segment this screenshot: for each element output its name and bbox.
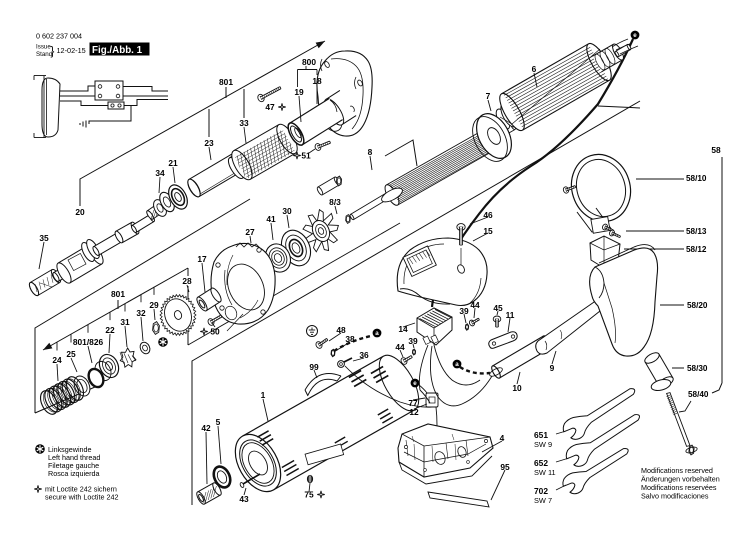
svg-text:29: 29 [149, 300, 159, 310]
svg-text:5: 5 [216, 417, 221, 427]
svg-text:22: 22 [105, 325, 115, 335]
svg-text:10: 10 [512, 383, 522, 393]
svg-text:11: 11 [506, 310, 515, 320]
svg-text:58/10: 58/10 [686, 174, 707, 183]
svg-text:mit Loctite 242 sichern: mit Loctite 242 sichern [45, 485, 117, 494]
svg-text:Modifications reserved: Modifications reserved [641, 466, 713, 475]
svg-text:652: 652 [534, 458, 548, 468]
svg-text:702: 702 [534, 486, 548, 496]
svg-text:34: 34 [155, 168, 165, 178]
svg-text:801: 801 [219, 77, 233, 87]
svg-text:21: 21 [168, 158, 178, 168]
svg-text:7: 7 [486, 91, 491, 101]
svg-text:a: a [375, 330, 379, 337]
svg-text:39: 39 [459, 306, 469, 316]
svg-text:58/20: 58/20 [687, 301, 708, 310]
svg-text:33: 33 [239, 118, 249, 128]
svg-text:51: 51 [301, 150, 311, 160]
svg-text:24: 24 [52, 355, 62, 365]
svg-text:12: 12 [409, 407, 419, 417]
svg-text:800: 800 [302, 57, 316, 67]
svg-text:1: 1 [261, 390, 266, 400]
svg-text:38: 38 [345, 334, 355, 344]
svg-text:30: 30 [282, 206, 292, 216]
svg-text:20: 20 [75, 207, 85, 217]
svg-text:801: 801 [111, 289, 125, 299]
svg-text:50: 50 [210, 326, 220, 336]
svg-text:8: 8 [368, 147, 373, 157]
svg-text:Fig./Abb. 1: Fig./Abb. 1 [92, 45, 143, 56]
svg-text:SW 11: SW 11 [534, 468, 556, 477]
svg-text:35: 35 [39, 233, 49, 243]
svg-text:39: 39 [408, 336, 418, 346]
svg-text:Left hand thread: Left hand thread [48, 453, 100, 462]
svg-text:e: e [413, 380, 417, 387]
svg-text:17: 17 [197, 254, 207, 264]
svg-text:9: 9 [550, 363, 555, 373]
svg-text:47: 47 [265, 102, 275, 112]
svg-text:58/30: 58/30 [687, 364, 708, 373]
svg-text:45: 45 [493, 303, 503, 313]
svg-text:58/40: 58/40 [688, 390, 709, 399]
svg-text:32: 32 [136, 308, 146, 318]
svg-text:Filetage gauche: Filetage gauche [48, 461, 99, 470]
svg-text:42: 42 [201, 423, 211, 433]
svg-text:58/13: 58/13 [686, 227, 707, 236]
svg-text:Rosca izquierda: Rosca izquierda [48, 469, 100, 478]
svg-text:Stand: Stand [36, 51, 53, 58]
svg-text:651: 651 [534, 430, 548, 440]
svg-text:58/12: 58/12 [686, 245, 707, 254]
svg-text:48: 48 [336, 325, 346, 335]
svg-text:Linksgewinde: Linksgewinde [48, 445, 92, 454]
svg-text:6: 6 [532, 64, 537, 74]
svg-text:Issue: Issue [36, 44, 51, 51]
svg-text:SW 9: SW 9 [534, 440, 552, 449]
svg-text:75: 75 [304, 489, 314, 499]
svg-text:0 602 237 004: 0 602 237 004 [36, 32, 82, 41]
svg-text:4: 4 [500, 433, 505, 443]
svg-text:28: 28 [182, 276, 192, 286]
svg-text:77: 77 [408, 398, 418, 408]
svg-text:Änderungen vorbehalten: Änderungen vorbehalten [641, 475, 720, 484]
svg-text:31: 31 [120, 317, 130, 327]
svg-text:58: 58 [711, 145, 721, 155]
svg-text:25: 25 [66, 349, 76, 359]
svg-text:36: 36 [359, 350, 369, 360]
svg-text:14: 14 [398, 324, 408, 334]
svg-text:43: 43 [239, 494, 249, 504]
svg-text:12-02-15: 12-02-15 [57, 46, 86, 55]
svg-text:46: 46 [483, 210, 493, 220]
svg-text:Salvo modificaciones: Salvo modificaciones [641, 492, 709, 501]
svg-text:19: 19 [294, 87, 304, 97]
svg-text:23: 23 [204, 138, 214, 148]
svg-text:Modifications reservées: Modifications reservées [641, 483, 717, 492]
svg-text:95: 95 [500, 462, 510, 472]
svg-text:801/826: 801/826 [73, 337, 104, 347]
svg-text:18: 18 [312, 76, 322, 86]
svg-text:27: 27 [245, 227, 255, 237]
svg-text:44: 44 [395, 342, 405, 352]
svg-text:99: 99 [309, 362, 319, 372]
svg-text:secure with Loctite 242: secure with Loctite 242 [45, 493, 119, 502]
svg-text:15: 15 [483, 226, 493, 236]
svg-text:41: 41 [266, 214, 276, 224]
svg-text:e: e [633, 32, 637, 39]
svg-text:}: } [51, 46, 55, 58]
svg-text:44: 44 [470, 300, 480, 310]
svg-text:a: a [455, 361, 459, 368]
svg-text:8/3: 8/3 [329, 197, 341, 207]
svg-text:SW 7: SW 7 [534, 496, 552, 505]
